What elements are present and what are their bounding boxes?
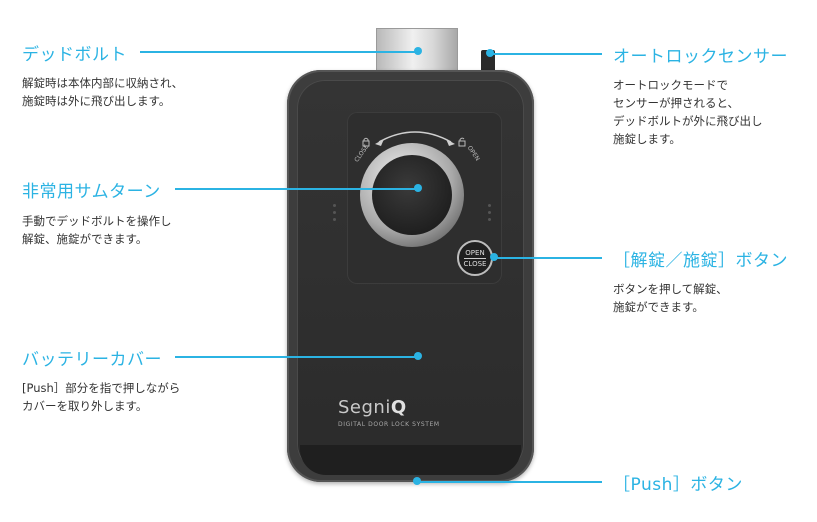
- right-vents: [488, 200, 492, 225]
- brand-prefix: Segni: [338, 397, 391, 418]
- battery-cover-leader-line: [175, 356, 418, 358]
- close-label: CLOSE: [463, 259, 487, 268]
- deadbolt-title: デッドボルト: [22, 45, 127, 65]
- push-button-leader-dot: [413, 477, 421, 485]
- deadbolt-leader-dot: [414, 47, 422, 55]
- open-close-button[interactable]: OPEN CLOSE: [457, 240, 493, 276]
- unlock-lock-button-title: ［解錠／施錠］ボタン: [613, 251, 788, 271]
- thumb-turn-title: 非常用サムターン: [22, 182, 161, 202]
- push-button-leader-line: [420, 481, 602, 483]
- auto-lock-sensor-leader-dot: [486, 49, 494, 57]
- lock-closed-icon: [362, 137, 370, 147]
- unlock-lock-button-leader-dot: [490, 253, 498, 261]
- left-vents: [333, 200, 337, 225]
- battery-cover-title: バッテリーカバー: [22, 350, 162, 370]
- battery-cover-leader-dot: [414, 352, 422, 360]
- lock-open-icon: [458, 137, 466, 147]
- auto-lock-sensor-title: オートロックセンサー: [613, 47, 788, 67]
- deadbolt-leader-line: [140, 51, 418, 53]
- brand-suffix: Q: [390, 397, 407, 418]
- thumb-turn-leader-dot: [414, 184, 422, 192]
- brand-tagline: DIGITAL DOOR LOCK SYSTEM: [338, 421, 440, 428]
- unlock-lock-button-desc: ボタンを押して解錠、 施錠ができます。: [613, 282, 728, 314]
- unlock-lock-button-leader-line: [496, 257, 602, 259]
- lock-bottom-edge: [300, 445, 521, 475]
- thumb-turn-knob[interactable]: [372, 155, 452, 235]
- battery-cover-desc: [Push］部分を指で押しながら カバーを取り外します。: [22, 381, 181, 413]
- open-close-divider: [464, 257, 486, 259]
- deadbolt-desc: 解錠時は本体内部に収納され、 施錠時は外に飛び出します。: [22, 76, 184, 108]
- push-button-title: ［Push］ボタン: [613, 475, 743, 495]
- thumb-turn-desc: 手動でデッドボルトを操作し 解錠、施錠ができます。: [22, 214, 172, 246]
- auto-lock-sensor-desc: オートロックモードで センサーが押されると、 デッドボルトが外に飛び出し 施錠し…: [613, 78, 763, 146]
- auto-lock-sensor-leader-line: [492, 53, 602, 55]
- rotation-arrow-icon: [375, 131, 455, 146]
- thumb-turn-leader-line: [175, 188, 418, 190]
- brand-logo: SegniQ: [338, 397, 407, 418]
- open-label: OPEN: [465, 248, 485, 257]
